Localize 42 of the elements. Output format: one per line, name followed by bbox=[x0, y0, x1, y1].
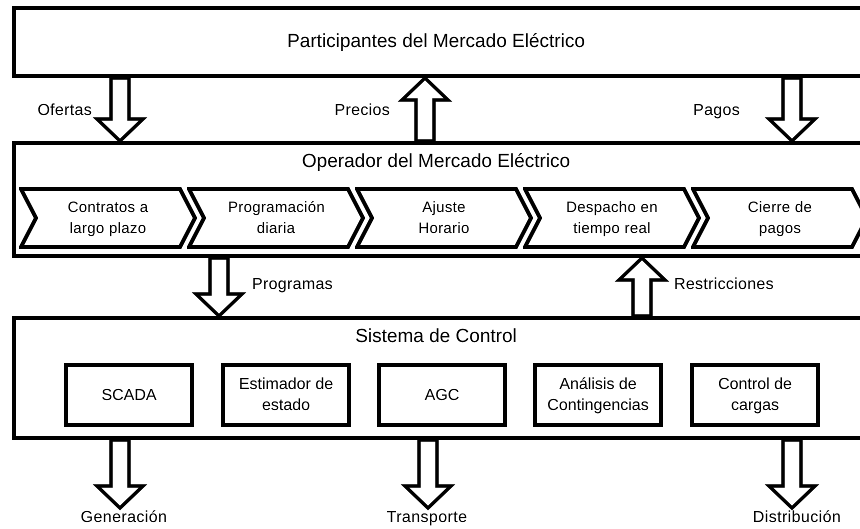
module-box bbox=[690, 363, 820, 427]
block-arrow bbox=[398, 76, 452, 143]
module-label: AGC bbox=[424, 386, 460, 406]
section-heading: Sistema de Control bbox=[355, 326, 517, 348]
block-arrow bbox=[764, 438, 820, 510]
block-arrow bbox=[400, 438, 456, 510]
module-label: SCADA bbox=[101, 386, 157, 406]
step-label: Programación diaria bbox=[228, 198, 324, 239]
edge-label: Pagos bbox=[693, 102, 740, 120]
block-arrow bbox=[192, 256, 246, 318]
output-label: Transporte bbox=[386, 509, 468, 527]
step-label: Cierre de pagos bbox=[746, 198, 814, 239]
module-box bbox=[377, 363, 507, 427]
module-label: Estimador de estado bbox=[238, 375, 334, 416]
section-box bbox=[12, 316, 860, 440]
block-arrow bbox=[92, 76, 148, 144]
section-box bbox=[12, 6, 860, 78]
step-label: Contratos a largo plazo bbox=[66, 198, 150, 239]
section-heading: Operador del Mercado Eléctrico bbox=[302, 151, 570, 173]
module-label: Control de cargas bbox=[717, 375, 793, 416]
process-step bbox=[187, 187, 365, 249]
step-label: Despacho en tiempo real bbox=[565, 198, 659, 239]
process-step bbox=[523, 187, 701, 249]
edge-label: Precios bbox=[334, 102, 390, 120]
output-label: Generación bbox=[80, 509, 168, 527]
block-arrow bbox=[92, 438, 148, 510]
step-label: Ajuste Horario bbox=[417, 198, 471, 239]
module-box bbox=[533, 363, 663, 427]
module-box bbox=[221, 363, 351, 427]
block-arrow bbox=[764, 76, 820, 144]
edge-label: Programas bbox=[252, 276, 333, 294]
block-arrow bbox=[614, 256, 670, 318]
module-box bbox=[64, 363, 194, 427]
edge-label: Restricciones bbox=[674, 276, 774, 294]
module-label: Análisis de Contingencias bbox=[546, 375, 650, 416]
output-label: Distribución bbox=[752, 509, 842, 527]
section-heading: Participantes del Mercado Eléctrico bbox=[287, 31, 585, 53]
section-box bbox=[12, 141, 860, 258]
process-step bbox=[691, 187, 860, 249]
process-step bbox=[19, 187, 197, 249]
edge-label: Ofertas bbox=[37, 102, 92, 120]
process-step bbox=[355, 187, 533, 249]
